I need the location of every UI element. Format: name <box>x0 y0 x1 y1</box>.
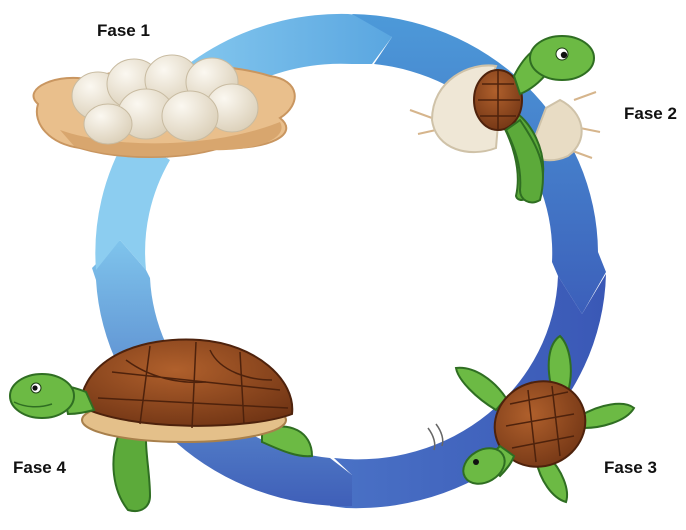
egg <box>162 91 218 141</box>
juvenile-right-flipper <box>580 404 634 428</box>
hatchling-pupil <box>561 52 567 58</box>
stage-label-fase-4: Fase 4 <box>13 458 66 478</box>
stage-label-fase-3: Fase 3 <box>604 458 657 478</box>
adult-head <box>10 374 74 418</box>
adult-pupil <box>32 385 37 390</box>
stage-label-fase-1: Fase 1 <box>97 21 150 41</box>
juvenile-eye <box>473 459 479 465</box>
egg <box>84 104 132 144</box>
juvenile-left-flipper <box>456 368 506 410</box>
adult-front-flipper <box>113 436 150 511</box>
stage-label-fase-2: Fase 2 <box>624 104 677 124</box>
